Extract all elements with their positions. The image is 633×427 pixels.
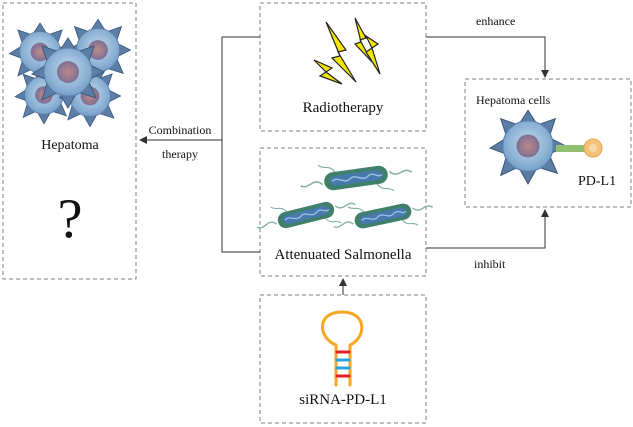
- inhibit-label: inhibit: [474, 257, 506, 271]
- enhance-connector: [426, 36, 549, 78]
- therapy-label: therapy: [162, 147, 198, 161]
- inhibit-connector: [426, 209, 549, 249]
- radiotherapy-title: Radiotherapy: [303, 100, 384, 116]
- hepatoma-box: [2, 2, 137, 280]
- cell-icon: [489, 109, 567, 185]
- hepatoma-question: ?: [58, 188, 83, 250]
- salmonella-title: Attenuated Salmonella: [274, 247, 411, 263]
- sirna-hairpin-icon: [321, 310, 364, 387]
- bacteria-icon: [252, 151, 437, 244]
- hepatoma-title: Hepatoma: [41, 138, 99, 153]
- pd-l1-receptor-icon: [556, 138, 603, 158]
- pd-l1-label: PD-L1: [578, 174, 616, 189]
- combination-connector: [139, 36, 260, 253]
- enhance-label: enhance: [476, 14, 515, 28]
- combination-label: Combination: [149, 123, 212, 137]
- lightning-icon: [313, 17, 381, 85]
- cell-cluster-icon: [8, 18, 131, 128]
- sirna-title: siRNA-PD-L1: [299, 392, 387, 408]
- hepatoma-cells-title: Hepatoma cells: [476, 93, 551, 107]
